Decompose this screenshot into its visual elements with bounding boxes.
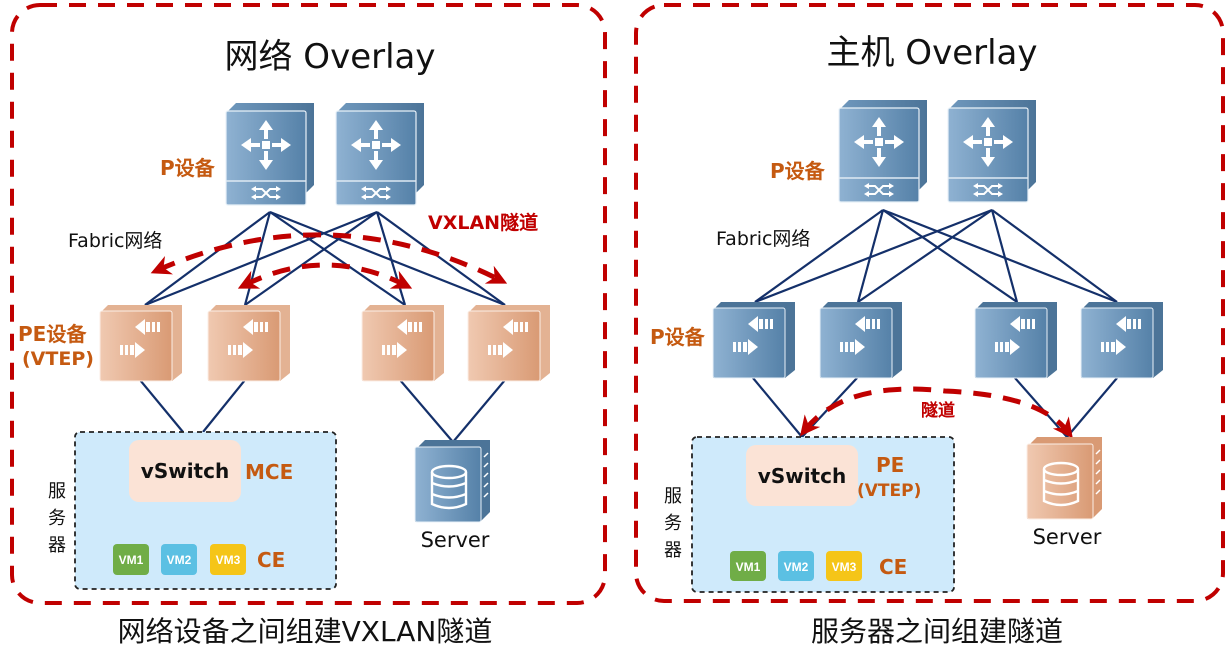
right-vswitch-vtep: (VTEP) — [857, 481, 921, 501]
right-vswitch — [746, 445, 858, 506]
left-server-host-label: 服 务 器 — [48, 481, 66, 556]
left-panel-caption: 网络设备之间组建VXLAN隧道 — [118, 615, 493, 648]
left-core-switch-2 — [335, 102, 425, 206]
left-vswitch — [129, 440, 241, 502]
svg-text:VM1: VM1 — [736, 560, 761, 574]
left-vswitch-label: vSwitch — [141, 459, 229, 483]
right-vm-3: VM3 — [826, 551, 862, 581]
right-core-label: P设备 — [770, 159, 826, 183]
right-vswitch-label: vSwitch — [758, 464, 846, 488]
svg-text:务: 务 — [48, 508, 66, 529]
left-panel-frame — [10, 3, 607, 605]
right-vswitch-role: PE — [876, 453, 904, 477]
left-pe-label: PE设备 — [18, 322, 87, 346]
left-pe-device-4 — [467, 305, 550, 382]
svg-text:器: 器 — [48, 535, 66, 556]
left-vm-role: CE — [257, 548, 285, 572]
right-vm-2: VM2 — [778, 551, 814, 581]
right-core-switch-1 — [838, 99, 928, 203]
right-access-switch-3 — [974, 302, 1057, 379]
right-host-tunnel — [799, 386, 1073, 439]
left-pe-device-3 — [361, 305, 444, 382]
left-core-label: P设备 — [160, 156, 216, 180]
left-vswitch-role: MCE — [245, 460, 293, 484]
right-vm-role: CE — [879, 555, 907, 579]
right-fabric-label: Fabric网络 — [716, 228, 810, 250]
left-tunnel-label: VXLAN隧道 — [428, 211, 538, 234]
svg-text:VM2: VM2 — [167, 553, 192, 567]
right-panel-frame — [634, 3, 1225, 603]
left-panel-title: 网络 Overlay — [225, 37, 436, 77]
right-server-host-label: 服 务 器 — [664, 486, 682, 561]
right-tunnel-label: 隧道 — [921, 400, 955, 421]
svg-text:VM1: VM1 — [119, 553, 144, 567]
right-vm-1: VM1 — [730, 551, 766, 581]
svg-text:服: 服 — [664, 486, 682, 507]
right-panel-title: 主机 Overlay — [827, 33, 1038, 73]
left-panel: 网络 Overlay P设备 Fabric网络 — [10, 3, 607, 648]
left-vxlan-tunnels — [150, 232, 508, 289]
right-access-switch-2 — [819, 302, 902, 379]
svg-text:务: 务 — [664, 513, 682, 534]
right-panel-caption: 服务器之间组建隧道 — [811, 615, 1063, 648]
left-pe-device-2 — [207, 305, 290, 382]
right-core-switch-2 — [947, 99, 1037, 203]
right-access-label: P设备 — [650, 325, 706, 349]
right-panel: 主机 Overlay P设备 Fabric网络 — [634, 3, 1225, 648]
svg-text:VM3: VM3 — [216, 553, 241, 567]
left-core-switch-1 — [225, 102, 315, 206]
svg-text:VM3: VM3 — [832, 560, 857, 574]
left-fabric-label: Fabric网络 — [68, 230, 162, 252]
right-fabric-links — [754, 208, 1118, 304]
left-vm-2: VM2 — [161, 544, 197, 575]
right-access-switch-4 — [1080, 302, 1163, 379]
left-server-label: Server — [421, 528, 490, 552]
svg-text:VM2: VM2 — [784, 560, 809, 574]
left-pe-vtep-label: (VTEP) — [22, 348, 94, 370]
left-vm-1: VM1 — [113, 544, 149, 575]
left-vm-3: VM3 — [210, 544, 246, 575]
right-server — [1026, 437, 1102, 520]
svg-text:服: 服 — [48, 481, 66, 502]
right-access-switch-1 — [712, 302, 795, 379]
right-server-label: Server — [1033, 525, 1102, 549]
left-pe-device-1 — [99, 305, 182, 382]
left-server — [414, 440, 490, 523]
svg-text:器: 器 — [664, 540, 682, 561]
